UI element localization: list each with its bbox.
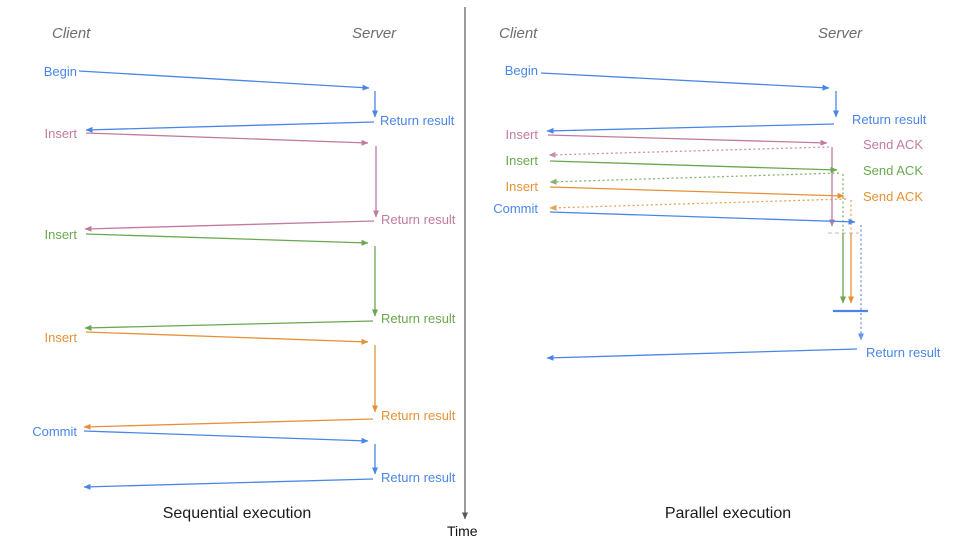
seq-insert1-label: Insert xyxy=(44,126,77,141)
seq-insert2-return-arrow xyxy=(84,320,374,331)
seq-begin-return-arrow xyxy=(85,121,375,133)
seq-commit-result-label: Return result xyxy=(381,470,456,485)
seq-insert3-return-arrow xyxy=(83,418,374,430)
par-insert2-request-arrow xyxy=(549,160,838,173)
par-server-header: Server xyxy=(818,25,863,42)
seq-insert3-label: Insert xyxy=(44,330,77,345)
seq-server-header: Server xyxy=(352,25,397,42)
seq-insert1-result-label: Return result xyxy=(381,212,456,227)
seq-begin-result-label: Return result xyxy=(380,113,455,128)
par-commit-result-label: Return result xyxy=(866,345,941,360)
seq-begin-label: Begin xyxy=(43,64,77,79)
seq-insert2-result-label: Return result xyxy=(381,311,456,326)
seq-commit-request-arrow xyxy=(83,430,369,444)
par-begin-label: Begin xyxy=(504,63,538,78)
seq-insert1-request-arrow xyxy=(85,132,369,146)
seq-insert3-result-label: Return result xyxy=(381,408,456,423)
time-axis-label: Time xyxy=(447,523,478,539)
par-insert3-ack-label: Send ACK xyxy=(863,189,923,204)
par-insert3-request-arrow xyxy=(549,186,845,199)
parallel-caption: Parallel execution xyxy=(664,505,792,522)
par-insert1-label: Insert xyxy=(505,127,538,142)
seq-commit-return-arrow xyxy=(83,478,374,490)
par-begin-result-label: Return result xyxy=(852,112,927,127)
par-client-header: Client xyxy=(499,25,538,42)
par-insert1-ack-label: Send ACK xyxy=(863,137,923,152)
par-insert1-request-arrow xyxy=(547,134,828,146)
seq-insert2-request-arrow xyxy=(85,233,369,246)
seq-insert1-return-arrow xyxy=(84,220,375,232)
par-insert2-ack-arrow xyxy=(549,172,840,185)
par-begin-return-arrow xyxy=(546,123,835,134)
par-insert2-ack-label: Send ACK xyxy=(863,163,923,178)
par-commit-return-arrow xyxy=(546,348,858,361)
seq-insert3-request-arrow xyxy=(85,331,369,345)
seq-begin-request-arrow xyxy=(78,70,370,91)
seq-insert2-label: Insert xyxy=(44,227,77,242)
par-begin-request-arrow xyxy=(540,72,830,91)
parallel-diagram-arrows xyxy=(540,72,868,361)
sequential-caption: Sequential execution xyxy=(162,505,312,522)
par-insert3-ack-arrow xyxy=(549,198,847,211)
par-insert3-label: Insert xyxy=(505,179,538,194)
par-commit-request-arrow xyxy=(549,211,856,225)
par-commit-label: Commit xyxy=(493,201,538,216)
sequential-diagram-arrows xyxy=(78,70,379,490)
seq-client-header: Client xyxy=(52,25,91,42)
par-insert2-label: Insert xyxy=(505,153,538,168)
par-insert1-ack-arrow xyxy=(548,146,830,158)
seq-commit-label: Commit xyxy=(32,424,77,439)
